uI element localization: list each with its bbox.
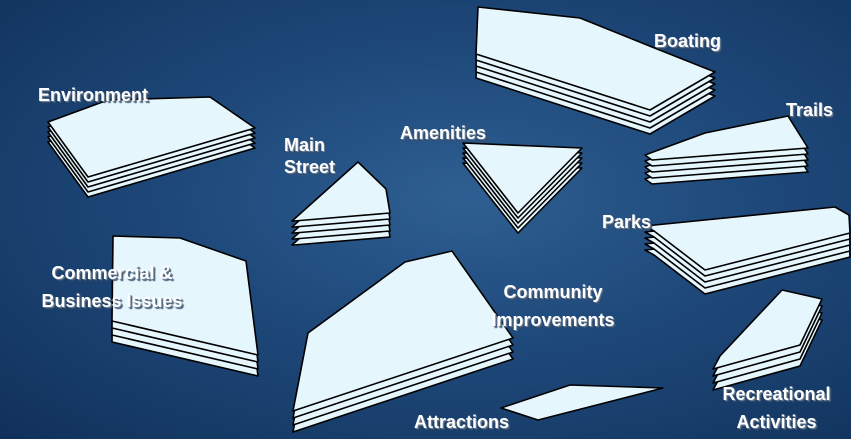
label-main-street-line1: Main <box>284 134 335 156</box>
label-boating: Boating <box>654 30 721 52</box>
sheet-attractions-layer-1 <box>501 385 663 420</box>
label-environment: Environment <box>38 84 148 106</box>
label-attractions: Attractions <box>414 411 509 433</box>
label-commercial-line1: Commercial & <box>12 262 212 284</box>
label-community-improvements: Community Improvements <box>468 281 638 331</box>
label-main-street: Main Street <box>284 134 335 178</box>
sheet-stack-parks <box>645 207 850 294</box>
label-community-line2: Improvements <box>468 309 638 331</box>
label-main-street-line2: Street <box>284 156 335 178</box>
label-commercial-line2: Business Issues <box>12 290 212 312</box>
label-parks: Parks <box>602 211 651 233</box>
sheet-stack-attractions <box>501 385 663 420</box>
sheet-stack-trails <box>645 116 808 184</box>
sheet-stack-environment <box>48 97 255 197</box>
label-recreational-line2: Activities <box>704 411 849 433</box>
sheet-stack-recreational <box>713 290 822 390</box>
label-amenities: Amenities <box>400 122 486 144</box>
label-trails: Trails <box>786 99 833 121</box>
label-commercial-business: Commercial & Business Issues <box>12 262 212 312</box>
sheet-stack-amenities <box>463 143 582 233</box>
sheet-stack-community <box>293 251 513 432</box>
sheet-stack-boating <box>476 7 715 134</box>
label-recreational-activities: Recreational Activities <box>704 383 849 433</box>
label-community-line1: Community <box>468 281 638 303</box>
label-recreational-line1: Recreational <box>704 383 849 405</box>
